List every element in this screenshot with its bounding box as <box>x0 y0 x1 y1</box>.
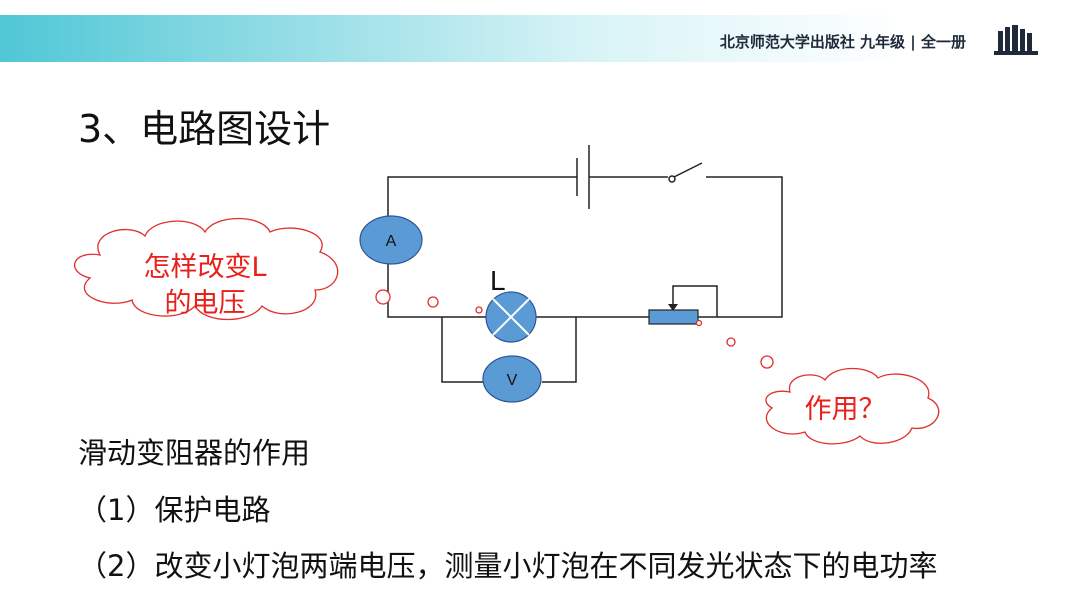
lamp-label: L <box>490 265 506 296</box>
right-thought-cloud <box>695 319 940 445</box>
books-logo-icon <box>994 25 1038 55</box>
slider-arrow-icon <box>668 304 678 311</box>
left-cloud-text: 怎样改变L 的电压 <box>120 250 290 322</box>
lamp-symbol <box>485 291 537 343</box>
battery-symbol <box>576 145 590 209</box>
rheostat-role-heading: 滑动变阻器的作用 <box>78 436 311 470</box>
left-cloud-line2: 的电压 <box>164 288 246 319</box>
voltmeter-symbol <box>482 355 542 403</box>
role-item-1: （1）保护电路 <box>78 493 271 527</box>
rheostat-symbol <box>648 309 699 325</box>
ammeter-label: A <box>386 233 397 250</box>
right-cloud-text: 作用？ <box>804 394 886 425</box>
voltmeter-label: V <box>507 372 518 389</box>
left-thought-cloud <box>74 217 483 321</box>
switch-symbol <box>668 162 703 183</box>
volume-label: 全一册 <box>920 33 966 51</box>
role-item-2: （2）改变小灯泡两端电压，测量小灯泡在不同发光状态下的电功率 <box>78 549 938 583</box>
ammeter-symbol <box>359 215 423 265</box>
publisher-name: 北京师范大学出版社 九年级 <box>719 33 906 51</box>
circuit-wires <box>387 176 783 383</box>
left-cloud-line1: 怎样改变L <box>143 252 267 283</box>
separator: | <box>910 33 921 51</box>
slide-title: 3、电路图设计 <box>78 107 331 151</box>
publisher-info: 北京师范大学出版社 九年级 | 全一册 <box>720 31 966 52</box>
header-banner: 北京师范大学出版社 九年级 | 全一册 <box>0 15 1066 62</box>
